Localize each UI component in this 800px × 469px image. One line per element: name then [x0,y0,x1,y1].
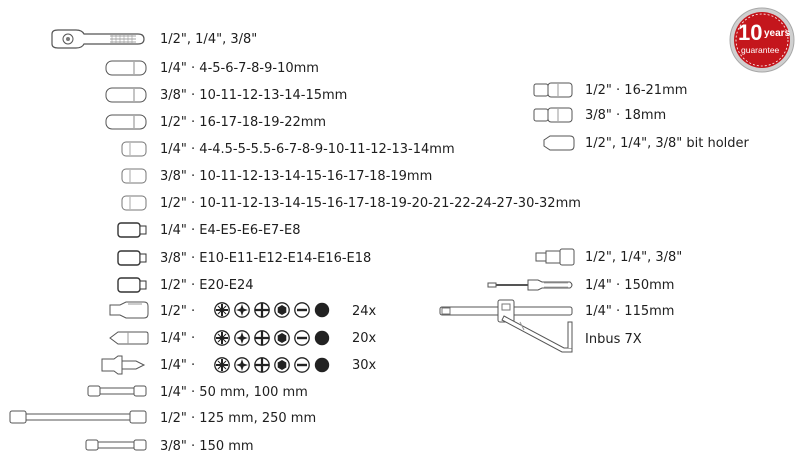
item-label: 1/2", 1/4", 3/8" [585,250,683,265]
phillips-bit-icon [214,357,230,373]
long-extension-bar-icon [8,409,150,425]
item-label: 1/2", 1/4", 3/8" bit holder [585,136,749,151]
pozidriv-bit-icon [254,330,270,346]
item-label: 1/4" · 115mm [585,304,675,319]
item-label: 1/4" · 4-5-6-7-8-9-10mm [160,61,319,76]
socket-icon [116,195,150,211]
item-label: 1/4" · 50 mm, 100 mm [160,385,308,400]
item-label: 1/4" · [160,358,196,373]
phillips-bit-icon [214,302,230,318]
torx-bit-icon [234,302,250,318]
socket-icon [116,141,150,157]
phillips-bit-icon [214,330,230,346]
deep-socket-icon [104,114,150,130]
hex-bit-icon [274,330,290,346]
hex-key-icon [500,312,576,354]
screwdriver-handle-icon [486,276,576,294]
socket-icon [116,168,150,184]
item-label: 1/4" · [160,331,196,346]
blank-bit-icon [314,302,330,318]
bit-count: 30x [352,358,377,373]
guarantee-unit: years [764,28,791,39]
guarantee-seal: 10 years guarantee [728,6,796,74]
bit-socket-icon [106,301,150,319]
item-label: 3/8" · 10-11-12-13-14-15mm [160,88,348,103]
deep-socket-icon [104,87,150,103]
extension-bar-icon [86,384,150,398]
item-label: 3/8" · 150 mm [160,439,254,454]
item-label: 1/4" · 4-4.5-5-5.5-6-7-8-9-10-11-12-13-1… [160,142,455,157]
deep-socket-icon [104,60,150,76]
torx-bit-icon [234,357,250,373]
guarantee-word: guarantee [741,45,780,55]
flat-bit-icon [294,302,310,318]
bit-adapter-icon [100,355,150,375]
hex-bit-icon [274,302,290,318]
adapter-icon [534,248,576,266]
item-label: 3/8" · 18mm [585,108,667,123]
item-label: 1/2", 1/4", 3/8" [160,32,258,47]
item-label: 1/2" · E20-E24 [160,278,254,293]
item-label: 1/2" · [160,304,196,319]
torx-socket-icon [114,277,150,293]
blank-bit-icon [314,357,330,373]
hex-bit-icon [274,357,290,373]
extension-bar-icon [84,438,150,452]
flat-bit-icon [294,357,310,373]
item-label: 3/8" · E10-E11-E12-E14-E16-E18 [160,251,372,266]
pozidriv-bit-icon [254,357,270,373]
bit-holder-icon [540,134,576,152]
bit-icon [108,329,150,347]
pozidriv-bit-icon [254,302,270,318]
torx-socket-icon [114,250,150,266]
item-label: 1/4" · 150mm [585,278,675,293]
item-label: 1/2" · 16-21mm [585,83,688,98]
guarantee-number: 10 [738,20,763,45]
item-label: 1/2" · 125 mm, 250 mm [160,411,317,426]
bit-type-row [214,330,330,346]
item-label: 1/4" · E4-E5-E6-E7-E8 [160,223,301,238]
bit-type-row [214,302,330,318]
bit-type-row [214,357,330,373]
t-bar-icon [436,296,576,326]
torx-bit-icon [234,330,250,346]
spark-plug-socket-icon [532,107,576,123]
item-label: 1/2" · 16-17-18-19-22mm [160,115,327,130]
bit-count: 24x [352,304,377,319]
torx-socket-icon [114,222,150,238]
ratchet-icon [48,28,148,50]
bit-count: 20x [352,331,377,346]
flat-bit-icon [294,330,310,346]
blank-bit-icon [314,330,330,346]
item-label: Inbus 7X [585,332,642,347]
spark-plug-socket-icon [532,82,576,98]
item-label: 1/2" · 10-11-12-13-14-15-16-17-18-19-20-… [160,196,581,211]
item-label: 3/8" · 10-11-12-13-14-15-16-17-18-19mm [160,169,433,184]
